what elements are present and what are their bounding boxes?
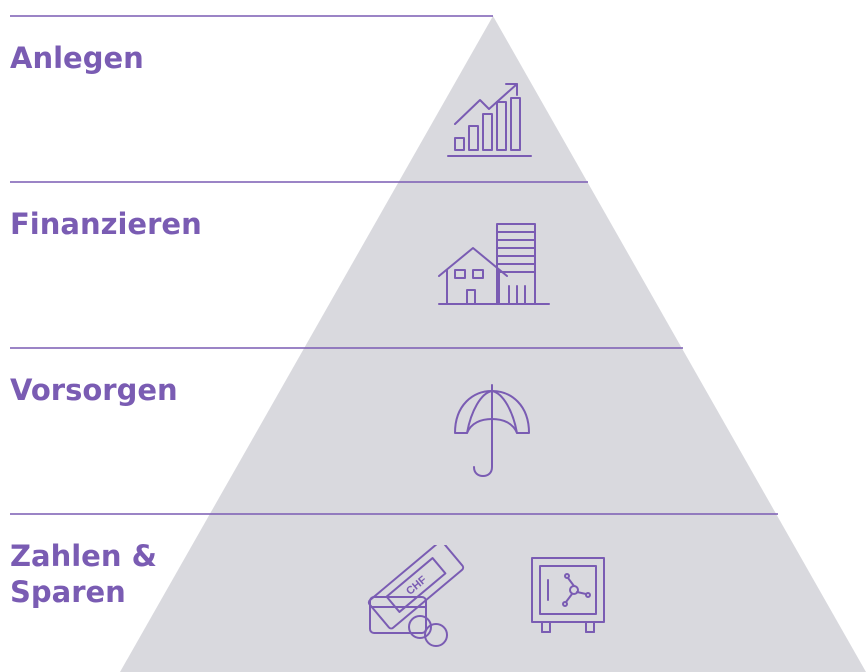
pyramid-triangle xyxy=(120,16,866,672)
buildings-icon xyxy=(437,220,553,308)
growth-chart-icon xyxy=(445,78,535,162)
level-label-vorsorgen: Vorsorgen xyxy=(10,373,178,407)
safe-icon xyxy=(528,556,608,638)
level-label-zahlen-sparen: Zahlen & Sparen xyxy=(10,538,157,610)
level-label-line-2: Sparen xyxy=(10,575,126,609)
banknote-text: CHF xyxy=(404,574,429,598)
umbrella-icon xyxy=(451,383,533,479)
level-label-anlegen: Anlegen xyxy=(10,41,144,75)
level-label-finanzieren: Finanzieren xyxy=(10,207,202,241)
card-banknote-coins-icon: CHF xyxy=(364,545,476,649)
level-label-line-1: Zahlen & xyxy=(10,539,157,573)
